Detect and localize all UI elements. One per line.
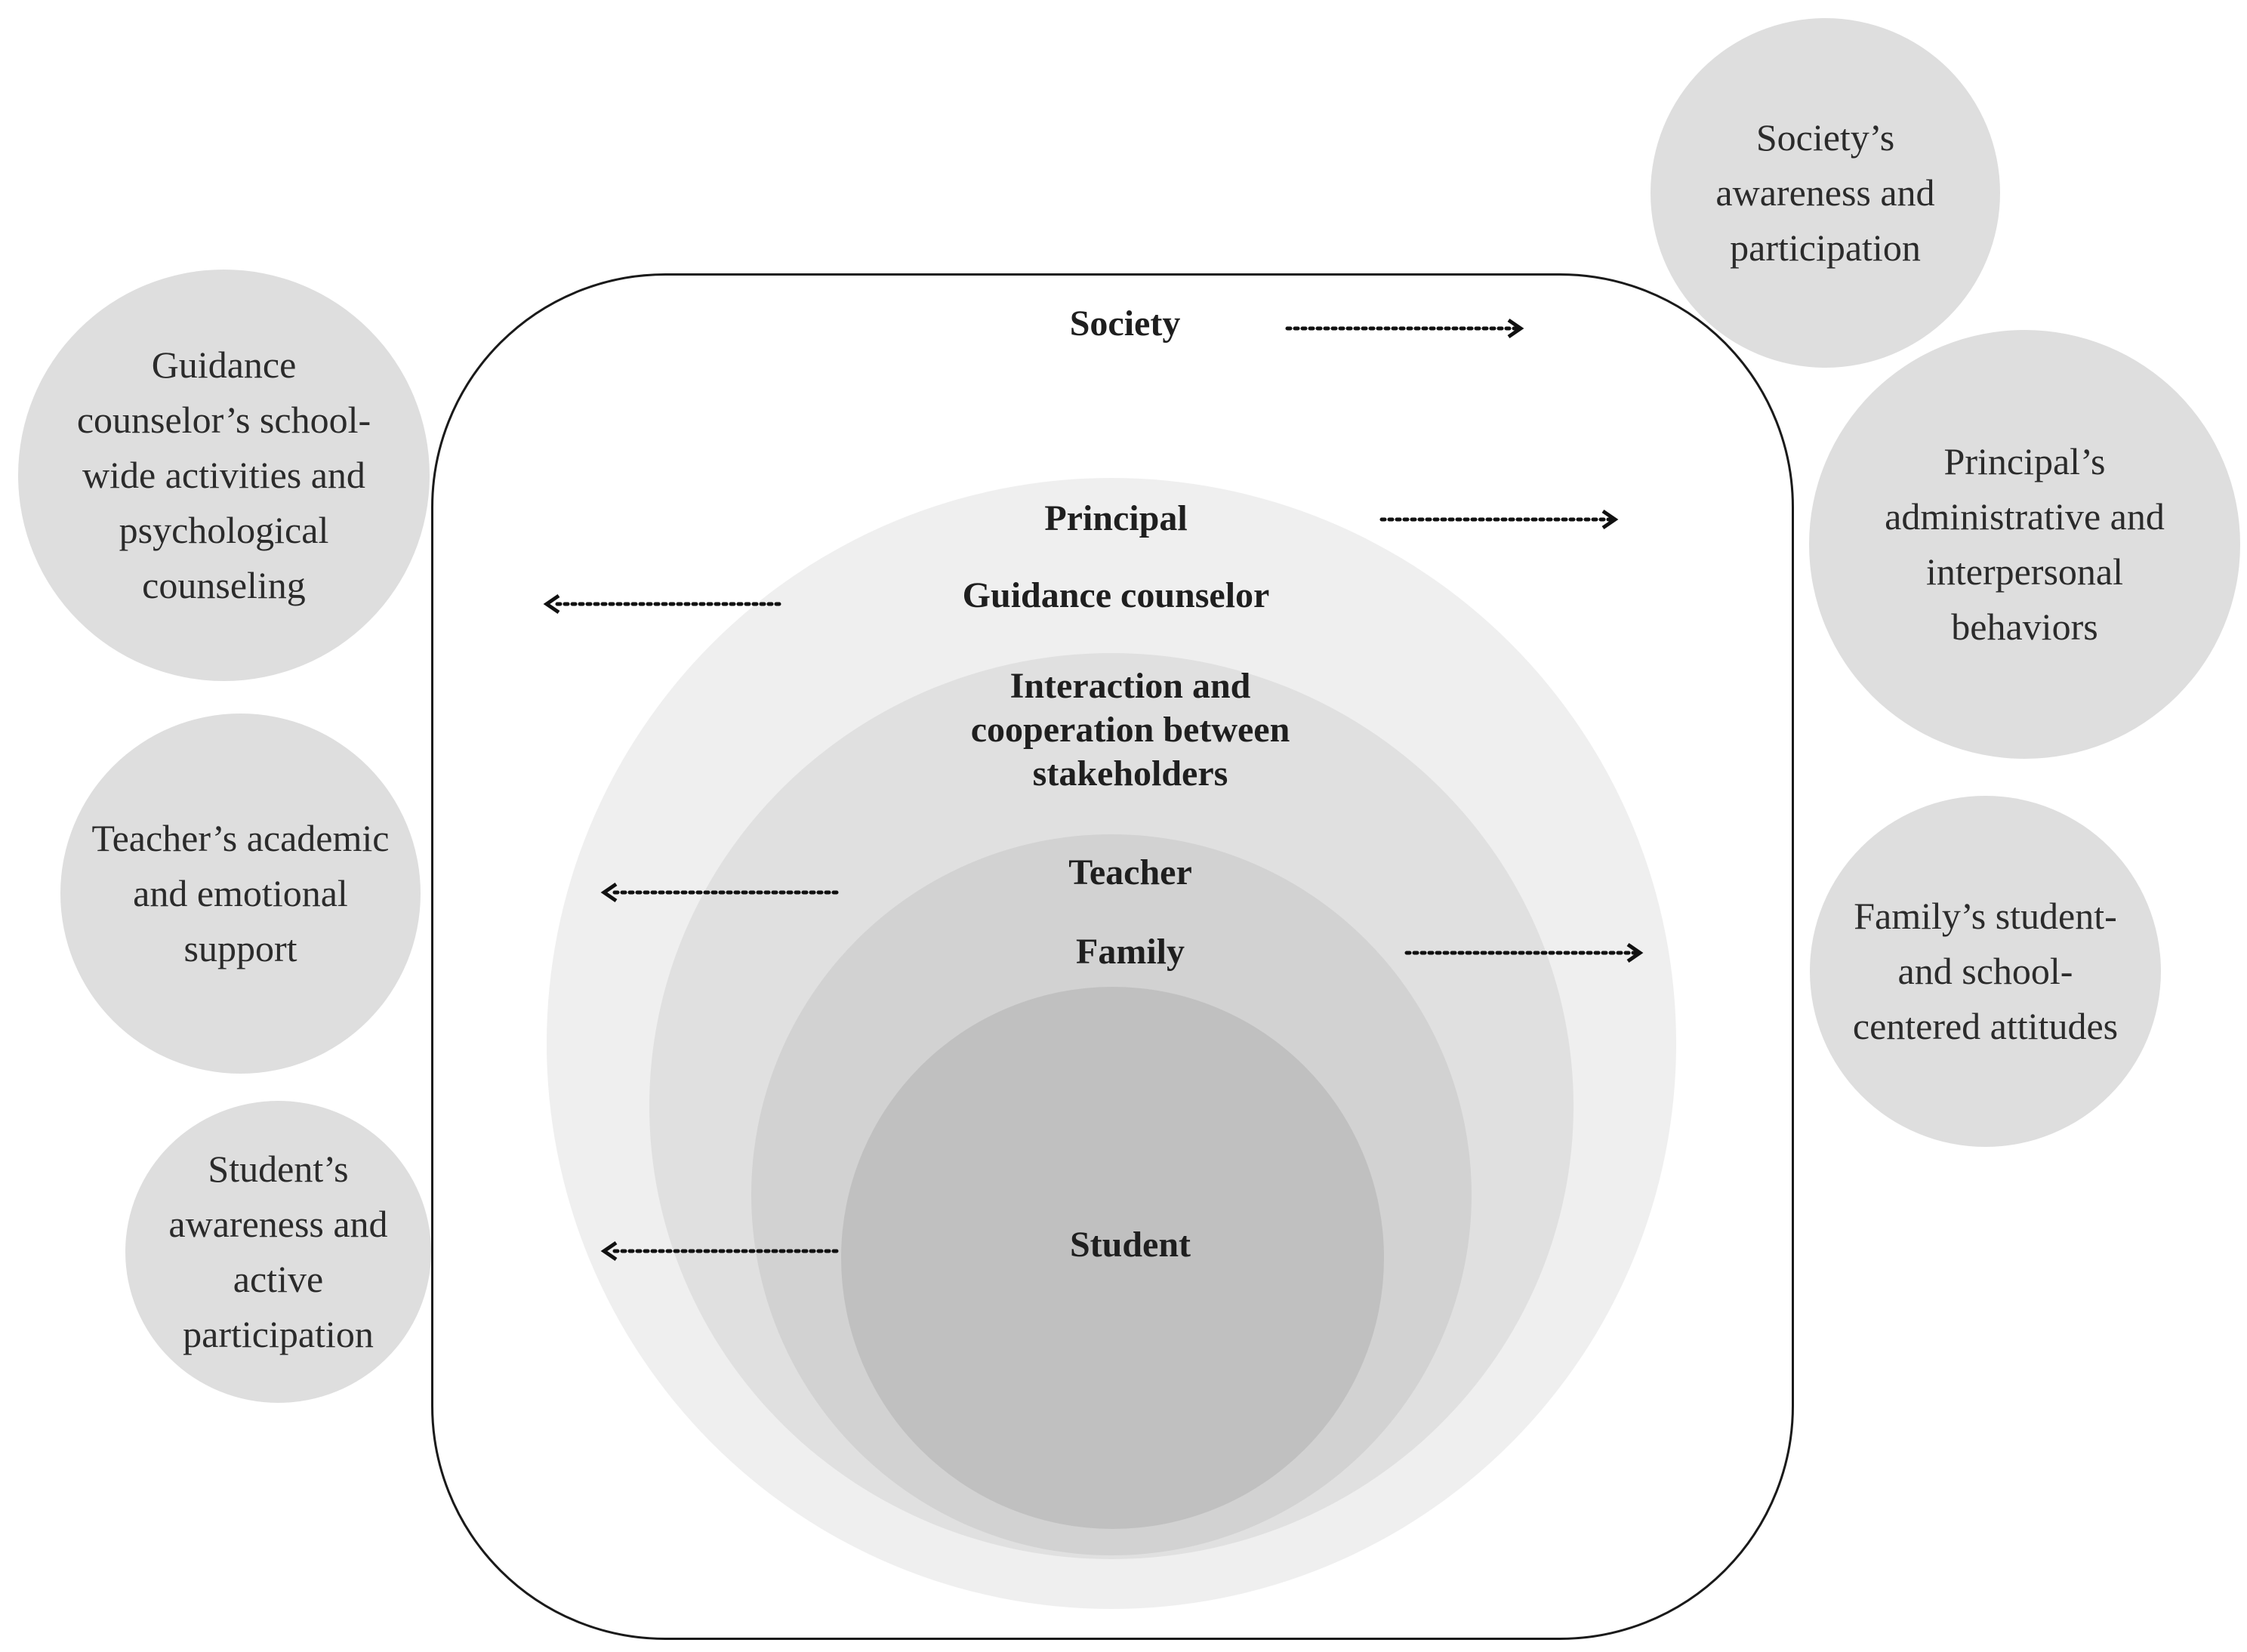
level-society: Society	[1069, 304, 1181, 344]
guidance-counselor-outcome-text: Guidance counselor’s school- wide activi…	[76, 344, 371, 606]
level-interaction: Interaction and cooperation between stak…	[970, 666, 1290, 794]
level-family: Family	[1076, 932, 1185, 972]
student-core	[841, 987, 1384, 1529]
level-teacher: Teacher	[1068, 852, 1192, 892]
level-principal: Principal	[1044, 498, 1188, 538]
student-outcome-bubble: Student’s awareness and active participa…	[125, 1101, 431, 1403]
principal-outcome-text: Principal’s administrative and interpers…	[1885, 440, 2165, 648]
society-arrow	[1285, 318, 1524, 339]
society-outcome-bubble: Society’s awareness and participation	[1651, 18, 2000, 368]
level-guidance-counselor: Guidance counselor	[962, 575, 1270, 615]
student-outcome-text: Student’s awareness and active participa…	[168, 1148, 388, 1355]
guidance-counselor-outcome-bubble: Guidance counselor’s school- wide activi…	[18, 270, 430, 681]
family-arrow	[1404, 942, 1644, 963]
teacher-arrow	[600, 882, 843, 903]
principal-arrow	[1379, 509, 1619, 530]
society-outcome-text: Society’s awareness and participation	[1715, 116, 1935, 269]
student-arrow	[600, 1241, 843, 1262]
guidance-counselor-arrow	[543, 593, 786, 615]
teacher-outcome-bubble: Teacher’s academic and emotional support	[60, 714, 421, 1074]
principal-outcome-bubble: Principal’s administrative and interpers…	[1809, 330, 2240, 759]
family-outcome-text: Family’s student- and school- centered a…	[1852, 895, 2119, 1047]
society-frame	[431, 273, 1794, 1640]
teacher-outcome-text: Teacher’s academic and emotional support	[91, 817, 390, 969]
level-student: Student	[1069, 1225, 1191, 1265]
family-outcome-bubble: Family’s student- and school- centered a…	[1810, 796, 2161, 1147]
